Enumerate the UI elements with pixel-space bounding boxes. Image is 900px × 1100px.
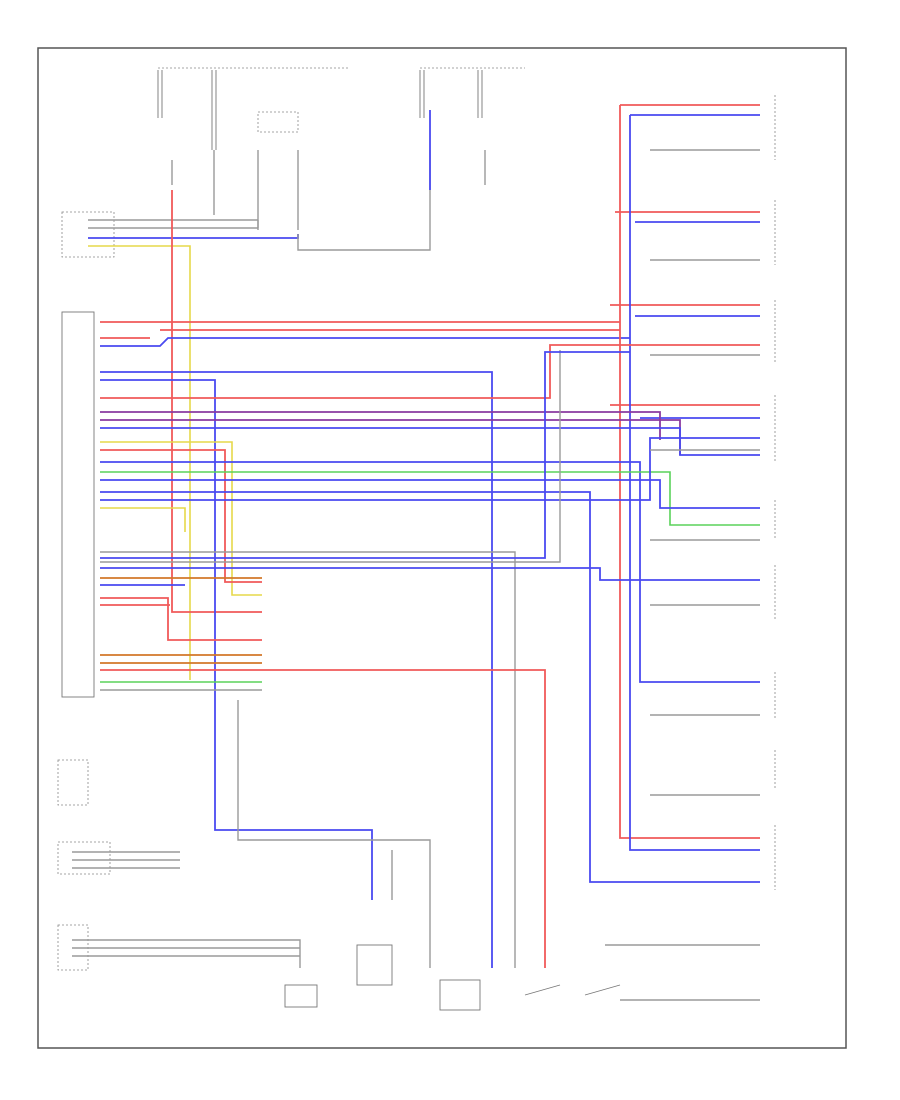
power-wires [100, 104, 760, 851]
top-ground-points [157, 67, 525, 230]
door-switch-blocks [650, 95, 776, 890]
main-ecu-block [57, 211, 115, 971]
diagram-frame [37, 47, 847, 1049]
signal-wires [100, 344, 760, 968]
bottom-components [284, 944, 621, 1011]
lower-wires [72, 700, 760, 1001]
top-left-wires [88, 185, 431, 680]
